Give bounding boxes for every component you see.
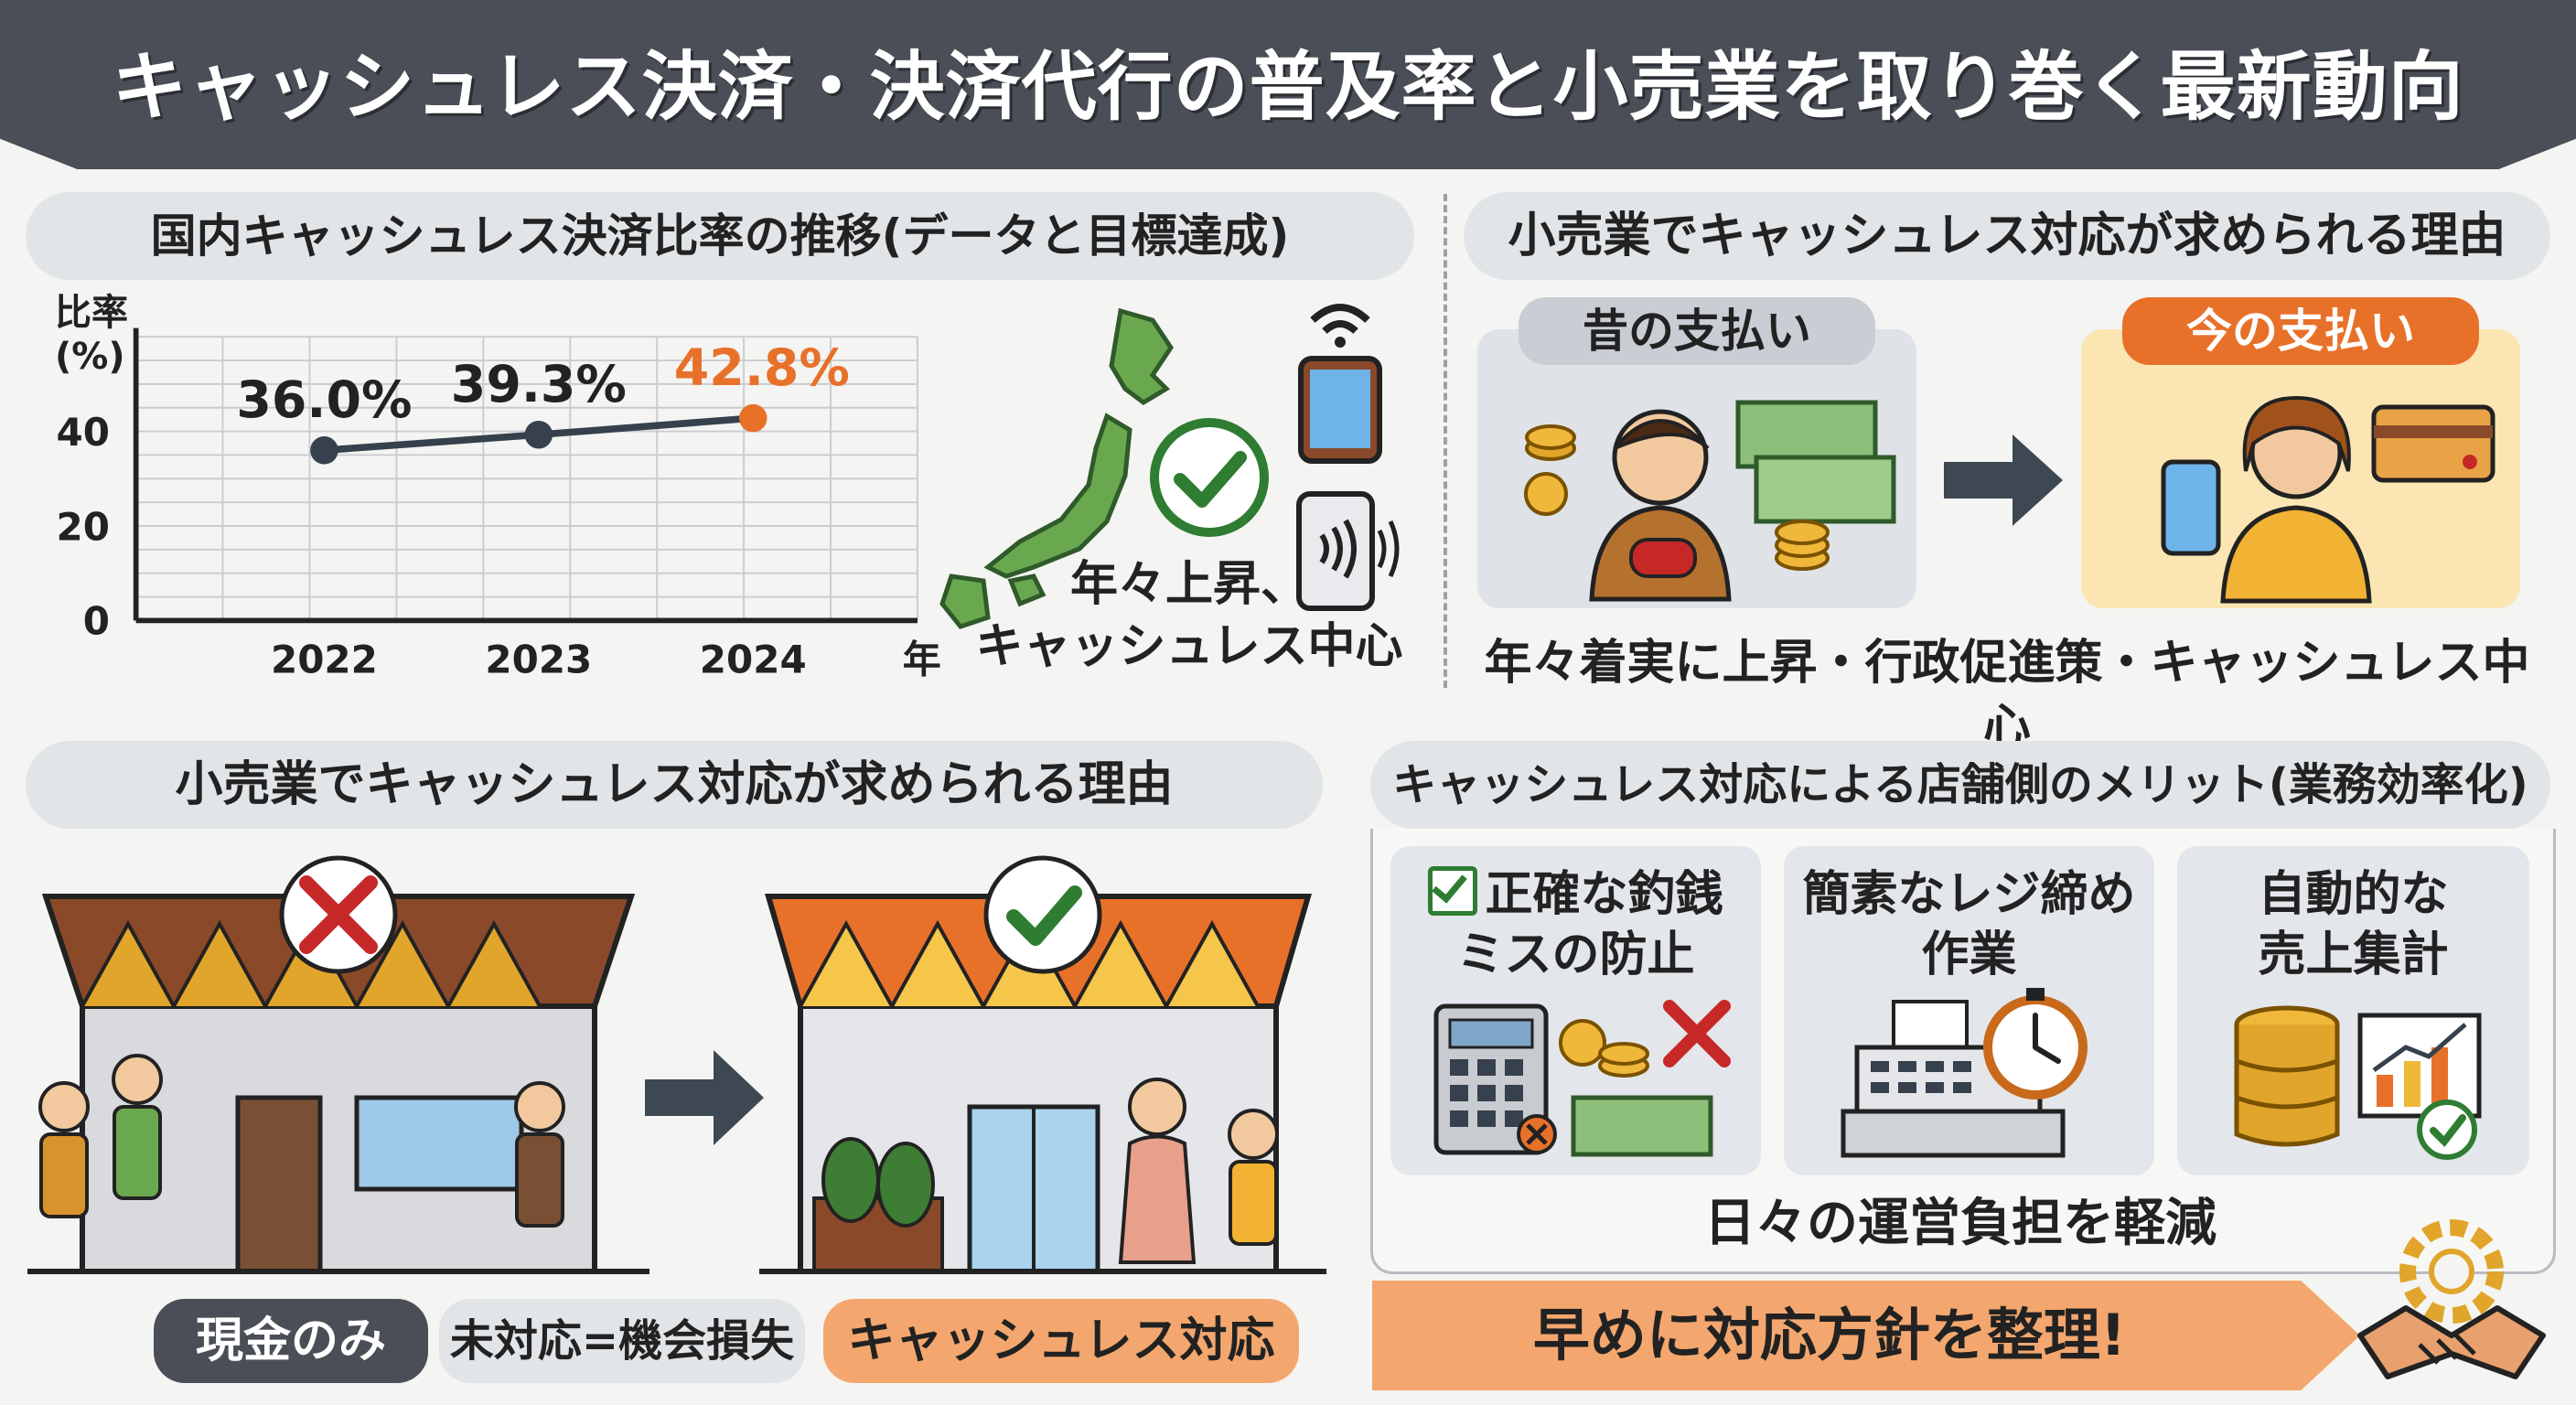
cashless-payer-illustration: [2161, 395, 2496, 604]
cash-only-store-illustration: [27, 855, 649, 1274]
section-divider: [1444, 194, 1447, 688]
section1-caption-line2: キャッシュレス中心: [975, 619, 1403, 674]
x-ticks: 2022 2023 2024: [271, 638, 807, 682]
y-tick-label: 0: [83, 599, 110, 644]
y-tick-label: 20: [57, 504, 110, 549]
data-label: 42.8%: [674, 339, 850, 398]
merit1-title: 正確な釣銭 ミスの防止: [1390, 864, 1761, 985]
y-axis-label-line1: 比率: [55, 292, 128, 334]
y-axis-label: 比率 (%): [55, 291, 128, 379]
merit-simple-register-closing: 簡素なレジ締め 作業: [1784, 846, 2154, 1175]
merit3-title: 自動的な 売上集計: [2177, 864, 2529, 985]
y-ticks: 0 20 40: [57, 410, 110, 644]
merit-automatic-sales-summary: 自動的な 売上集計: [2177, 846, 2529, 1175]
action-text: 早めに対応方針を整理!: [1532, 1302, 2127, 1368]
handshake-gear-icon: [2357, 1219, 2546, 1379]
database-chart-icon: [2234, 1005, 2482, 1160]
cash-payer-illustration: [1524, 400, 1896, 602]
section1-heading: 国内キャッシュレス決済比率の推移(データと目標達成): [26, 192, 1414, 280]
cash-register-stopwatch-icon: [1841, 988, 2088, 1158]
x-tick-label: 2022: [271, 638, 378, 682]
cashless-store-illustration: [759, 855, 1326, 1274]
cashless-ratio-chart: 0 20 40 2022 2023 2024 36.0% 39.3% 42.8% 年: [57, 327, 941, 682]
merit1-title-line1: 正確な釣銭: [1390, 864, 1761, 925]
smartphone-nfc-icon: [1296, 491, 1400, 611]
new-payment-card: [2081, 329, 2520, 608]
merits-summary: 日々の運営負担を軽減: [1704, 1194, 2216, 1253]
section4-heading: キャッシュレス対応による店舗側のメリット(業務効率化): [1370, 741, 2550, 829]
section1-caption-line1: 年々上昇、: [1069, 557, 1308, 612]
cashless-ready-label: キャッシュレス対応: [823, 1299, 1299, 1383]
y-axis-label-line2: (%): [55, 336, 125, 378]
calculator-coins-icon: [1433, 1000, 1731, 1157]
checkbox-icon: [1428, 866, 1478, 916]
merit2-title: 簡素なレジ締め 作業: [1784, 864, 2154, 985]
arrow-right-icon: [1944, 434, 2063, 526]
data-label: 36.0%: [236, 371, 412, 430]
merit1-line1-text: 正確な釣銭: [1485, 867, 1723, 922]
merit-accurate-change: 正確な釣銭 ミスの防止: [1390, 846, 1761, 1175]
data-labels: 36.0% 39.3% 42.8%: [236, 339, 849, 430]
merit1-title-line2: ミスの防止: [1456, 928, 1695, 982]
opportunity-loss-label: 未対応=機会損失: [439, 1299, 805, 1383]
old-payment-label: 昔の支払い: [1519, 297, 1875, 365]
check-circle-icon: [1150, 418, 1269, 537]
data-point: [310, 436, 338, 465]
data-point: [524, 420, 553, 449]
section3-heading: 小売業でキャッシュレス対応が求められる理由: [26, 741, 1323, 829]
merit2-title-line2: 作業: [1921, 928, 2017, 982]
arrow-right-icon-2: [645, 1050, 764, 1145]
section2-heading: 小売業でキャッシュレス対応が求められる理由: [1464, 192, 2550, 280]
merit2-title-line1: 簡素なレジ締め: [1802, 867, 2136, 922]
data-point: [739, 403, 767, 433]
merit3-title-line2: 売上集計: [2258, 928, 2449, 982]
merit3-title-line1: 自動的な: [2258, 867, 2449, 922]
action-arrow-banner: [1372, 1281, 2360, 1390]
x-tick-label: 2024: [700, 638, 807, 682]
smartphone-wifi-icon: [1298, 304, 1382, 464]
page-title: キャッシュレス決済・決済代行の普及率と小売業を取り巻く最新動向: [112, 44, 2464, 131]
section2-caption: 年々着実に上昇・行政促進策・キャッシュレス中心: [1484, 636, 2530, 755]
new-payment-label: 今の支払い: [2122, 297, 2479, 365]
x-axis-label: 年: [903, 638, 941, 682]
y-tick-label: 40: [57, 410, 110, 455]
cash-only-label: 現金のみ: [154, 1299, 428, 1383]
old-payment-card: [1477, 329, 1916, 608]
title-banner: [0, 0, 2576, 169]
series-points: [310, 403, 767, 465]
data-label: 39.3%: [451, 356, 627, 414]
x-tick-label: 2023: [485, 638, 592, 682]
section1-caption: 年々上昇、 キャッシュレス中心: [951, 553, 1427, 678]
japan-map-icon: [939, 307, 1175, 629]
